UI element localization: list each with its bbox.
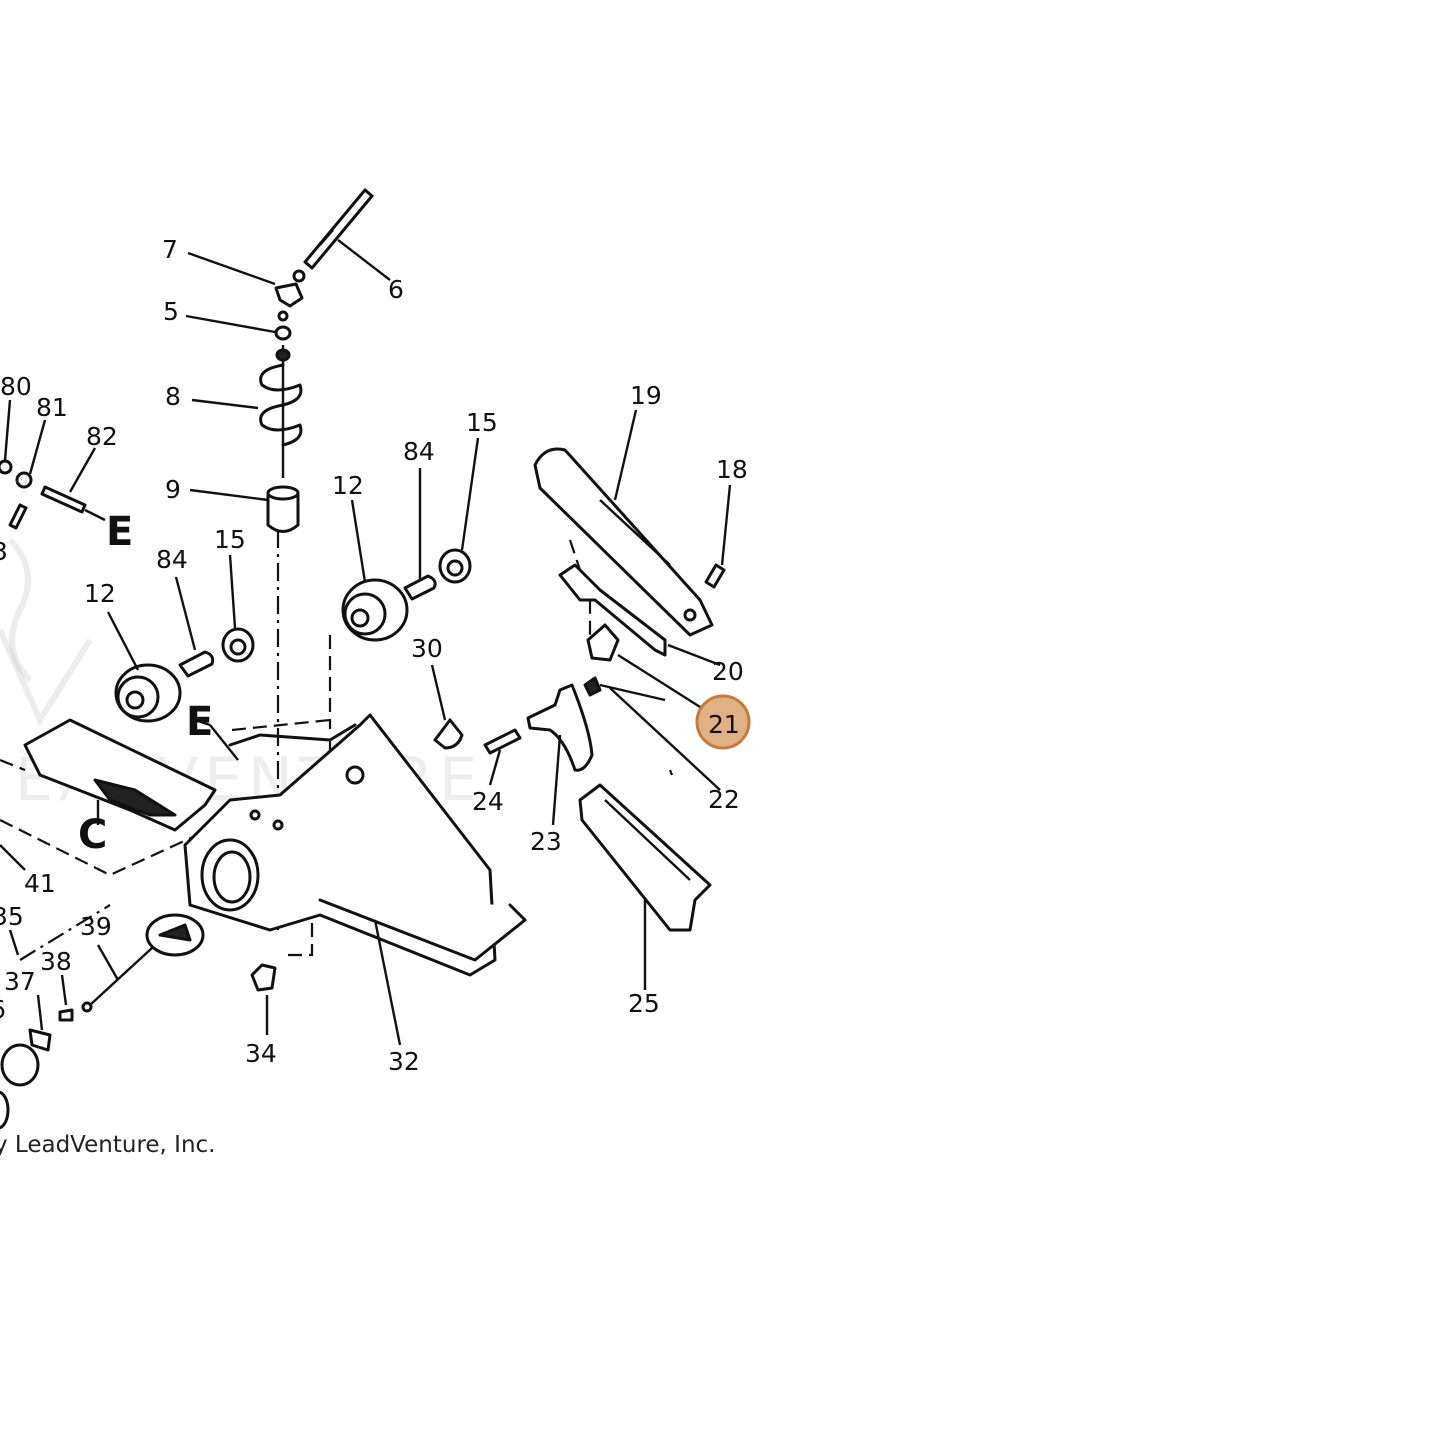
callout-39: 39 xyxy=(80,912,112,941)
callout-19: 19 xyxy=(630,381,662,410)
letter-e-middle: E xyxy=(186,699,213,745)
part-84-right-pin xyxy=(403,574,437,601)
part-7-joint xyxy=(274,282,304,308)
callout-22: 22 xyxy=(708,785,740,814)
callout-20: 20 xyxy=(712,657,744,686)
callout-84-right: 84 xyxy=(403,437,435,466)
callout-numbers: 7 6 5 8 9 80 81 82 3 12 84 15 12 84 15 3… xyxy=(0,235,751,1076)
callout-8: 8 xyxy=(165,382,181,411)
parts-80-82 xyxy=(0,459,87,530)
leader-lines xyxy=(0,239,732,1046)
part-19-top-cover xyxy=(533,447,714,637)
callout-34: 34 xyxy=(245,1039,277,1068)
part-21-bushing xyxy=(586,623,620,662)
part-15-right-grommet xyxy=(438,548,472,584)
part-25-grip-cover xyxy=(578,783,712,932)
callout-32: 32 xyxy=(388,1047,420,1076)
part-20-lever xyxy=(558,563,667,657)
part-9-fuel-filter xyxy=(266,485,300,533)
letter-markers: E E C xyxy=(78,509,213,858)
callout-37: 37 xyxy=(4,967,36,996)
callout-21: 21 xyxy=(708,710,740,739)
callout-82: 82 xyxy=(86,422,118,451)
parts-35-38 xyxy=(0,1008,74,1130)
part-15-left-grommet xyxy=(221,627,255,663)
callout-24: 24 xyxy=(472,787,504,816)
part-6-hose xyxy=(292,188,374,283)
part-22-spring xyxy=(583,676,666,702)
callout-12-right: 12 xyxy=(332,471,364,500)
callout-18: 18 xyxy=(716,455,748,484)
callout-9: 9 xyxy=(165,475,181,504)
callout-5: 5 xyxy=(163,297,179,326)
part-32-tank-housing xyxy=(183,713,527,977)
callout-30: 30 xyxy=(411,634,443,663)
part-12-right-pulley xyxy=(341,578,409,642)
part-8-spring xyxy=(259,345,303,478)
part-c-plate xyxy=(23,718,217,832)
part-12-left-pulley xyxy=(114,663,182,723)
callout-80: 80 xyxy=(0,372,32,401)
callout-23: 23 xyxy=(530,827,562,856)
letter-c: C xyxy=(78,812,107,858)
part-5-clamp xyxy=(274,310,292,341)
callout-41: 41 xyxy=(24,869,56,898)
callout-84-left: 84 xyxy=(156,545,188,574)
part-23-trigger xyxy=(526,683,594,772)
part-34-fitting xyxy=(250,963,277,992)
callout-38: 38 xyxy=(40,947,72,976)
callout-36: 6 xyxy=(0,995,6,1024)
copyright-text: y LeadVenture, Inc. xyxy=(0,1132,216,1158)
callout-81: 81 xyxy=(36,393,68,422)
part-30-grommet xyxy=(433,718,464,750)
part-39-oil-cap xyxy=(81,913,205,1013)
part-84-left-pin xyxy=(178,650,215,678)
callout-15-left: 15 xyxy=(214,525,246,554)
callout-15-right: 15 xyxy=(466,408,498,437)
callout-12-left: 12 xyxy=(84,579,116,608)
callout-7: 7 xyxy=(162,235,178,264)
callout-25: 25 xyxy=(628,989,660,1018)
part-24-pin xyxy=(483,728,522,755)
callout-3: 3 xyxy=(0,537,8,566)
highlight-circle-21 xyxy=(695,694,751,750)
letter-e-top: E xyxy=(106,509,133,555)
callout-35: 35 xyxy=(0,902,24,931)
part-18-screw xyxy=(704,563,726,589)
callout-6: 6 xyxy=(388,275,404,304)
